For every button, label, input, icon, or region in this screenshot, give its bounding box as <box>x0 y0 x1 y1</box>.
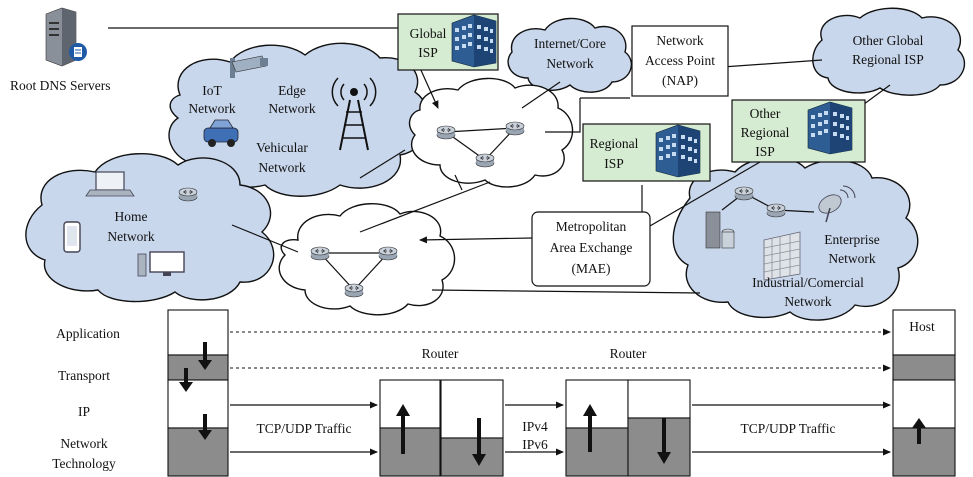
satellite-dish-icon <box>818 185 856 223</box>
nap-box: Network Access Point (NAP) <box>631 25 729 97</box>
mae-line1: Metropolitan <box>556 219 627 234</box>
metro-router-cloud <box>278 203 456 316</box>
factory-building-icon <box>763 231 801 281</box>
cell-tower-icon <box>331 77 377 151</box>
enterprise-line1: Enterprise <box>824 232 879 247</box>
host-label: Host <box>909 319 935 334</box>
phone-icon <box>63 221 81 253</box>
mae-line2: Area Exchange <box>550 240 633 255</box>
internet-core-line1: Internet/Core <box>534 36 606 51</box>
home-router-icon <box>178 187 198 202</box>
core-router-cloud <box>408 77 574 188</box>
mae-box: Metropolitan Area Exchange (MAE) <box>531 211 651 287</box>
global-isp-box: Global ISP <box>397 13 499 71</box>
internet-core-line2: Network <box>546 56 593 71</box>
home-line1: Home <box>115 209 148 224</box>
layer-transport: Transport <box>58 368 110 383</box>
global-isp-line1: Global <box>410 26 447 41</box>
edge-line1: Edge <box>278 83 306 98</box>
regional-isp-line2: ISP <box>604 156 624 171</box>
global-isp-line2: ISP <box>418 45 438 60</box>
layer-labels: Application Transport IP Network Technol… <box>52 326 120 471</box>
nap-line1: Network <box>656 33 703 48</box>
vehicular-line2: Network <box>258 160 305 175</box>
other-regional-line1: Other <box>750 106 781 121</box>
database-server-icon <box>705 211 735 249</box>
layer-application: Application <box>56 326 120 341</box>
vehicular-line1: Vehicular <box>256 140 308 155</box>
iot-line2: Network <box>188 101 235 116</box>
nap-line3: (NAP) <box>662 73 698 88</box>
edge-line2: Network <box>268 101 315 116</box>
laptop-icon <box>85 171 135 197</box>
server-icon <box>45 7 87 67</box>
ipv6-label: IPv6 <box>522 437 548 452</box>
car-icon <box>203 119 239 147</box>
camera-icon <box>230 55 268 78</box>
right-host-stack <box>892 309 956 477</box>
stack-arrows <box>230 328 891 456</box>
other-global-line1: Other Global <box>853 33 924 48</box>
other-regional-line3: ISP <box>755 144 775 159</box>
ipv4-label: IPv4 <box>522 419 548 434</box>
router1-stack <box>379 379 504 477</box>
home-network-cloud <box>25 152 275 303</box>
layer-ip: IP <box>78 404 90 419</box>
enterprise-routers <box>721 186 815 218</box>
regional-isp-line1: Regional <box>590 136 639 151</box>
router2-stack <box>565 379 691 477</box>
desktop-computer-icon <box>137 251 185 277</box>
other-regional-isp-box: Other Regional ISP <box>731 99 866 163</box>
router1-label: Router <box>422 346 459 361</box>
nap-line2: Access Point <box>645 53 715 68</box>
industrial-line2: Network <box>784 294 831 309</box>
industrial-line1: Industrial/Comercial <box>752 275 864 290</box>
enterprise-line2: Network <box>828 251 875 266</box>
regional-isp-box: Regional ISP <box>582 123 711 182</box>
root-dns-label: Root DNS Servers <box>10 78 111 93</box>
other-regional-line2: Regional <box>741 125 790 140</box>
other-global-line2: Regional ISP <box>852 52 924 67</box>
iot-line1: IoT <box>202 83 222 98</box>
left-host-stack <box>167 309 229 477</box>
layer-network: Network <box>60 436 107 451</box>
home-line2: Network <box>107 229 154 244</box>
other-global-cloud <box>812 7 966 96</box>
mae-line3: (MAE) <box>572 261 611 276</box>
internet-core-cloud <box>507 17 633 93</box>
core-routers <box>436 121 525 168</box>
tcp-udp-left-label: TCP/UDP Traffic <box>257 421 352 436</box>
tcp-udp-right-label: TCP/UDP Traffic <box>741 421 836 436</box>
layer-technology: Technology <box>52 456 116 471</box>
router2-label: Router <box>610 346 647 361</box>
metro-routers <box>310 246 398 298</box>
